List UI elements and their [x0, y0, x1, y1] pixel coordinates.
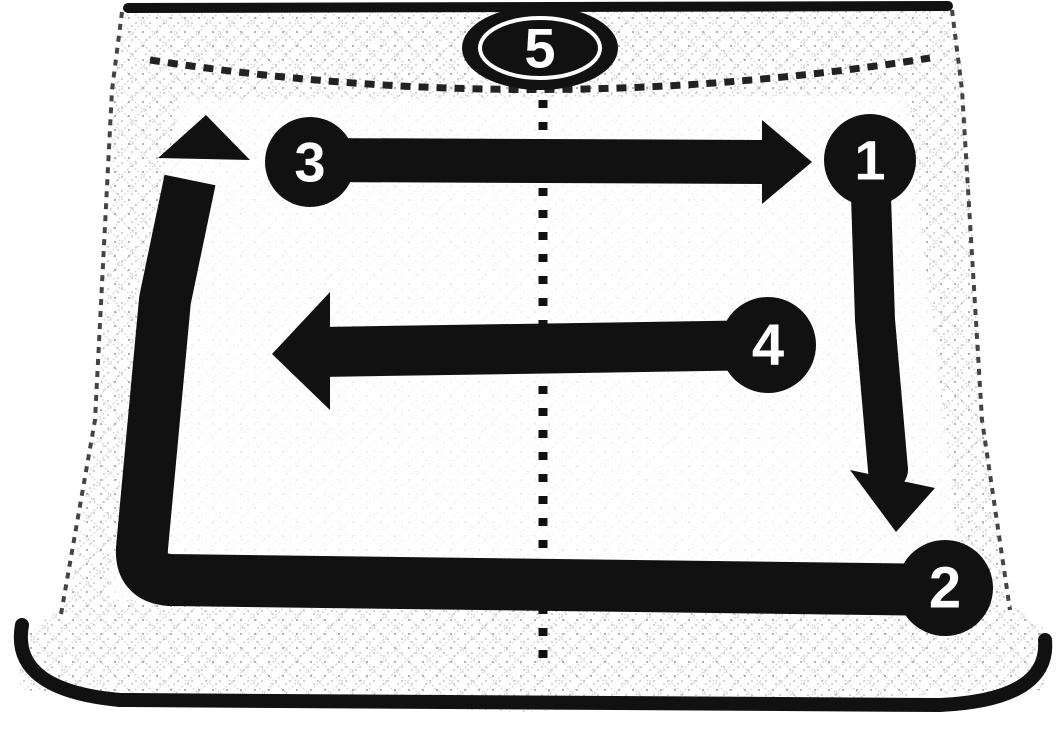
svg-text:4: 4	[752, 313, 784, 378]
badge-step-5: 5	[462, 6, 618, 90]
badge-step-1: 1	[824, 114, 916, 206]
svg-text:1: 1	[854, 129, 885, 192]
badge-step-4: 4	[720, 297, 816, 393]
svg-text:2: 2	[929, 556, 961, 621]
svg-text:5: 5	[524, 17, 555, 80]
badge-step-3: 3	[265, 117, 355, 207]
badge-step-2: 2	[897, 540, 993, 636]
svg-text:3: 3	[294, 131, 325, 194]
